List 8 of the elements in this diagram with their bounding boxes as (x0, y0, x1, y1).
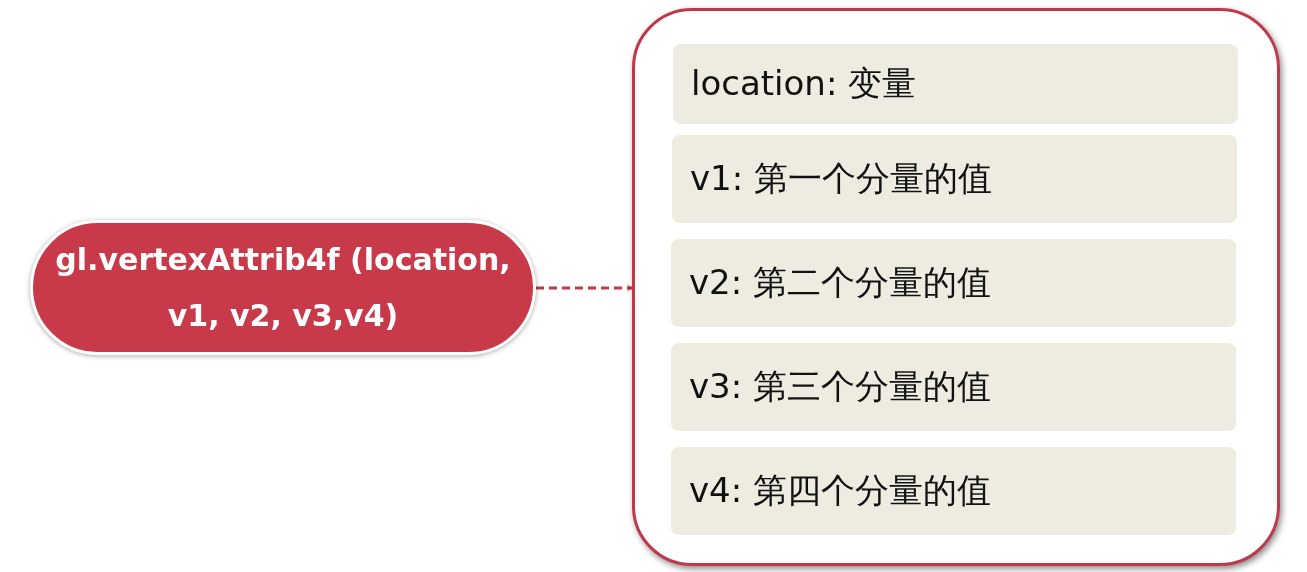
parameter-row: v1: 第一个分量的值 (672, 135, 1237, 223)
parameter-row: v3: 第三个分量的值 (671, 343, 1236, 431)
function-pill: gl.vertexAttrib4f (location, v1, v2, v3,v4) (30, 220, 536, 355)
parameter-row: location: 变量 (673, 44, 1238, 124)
arrow (536, 285, 633, 291)
parameter-row: v4: 第四个分量的值 (671, 447, 1236, 535)
parameter-panel (632, 8, 1280, 566)
parameter-row: v2: 第二个分量的值 (671, 239, 1236, 327)
